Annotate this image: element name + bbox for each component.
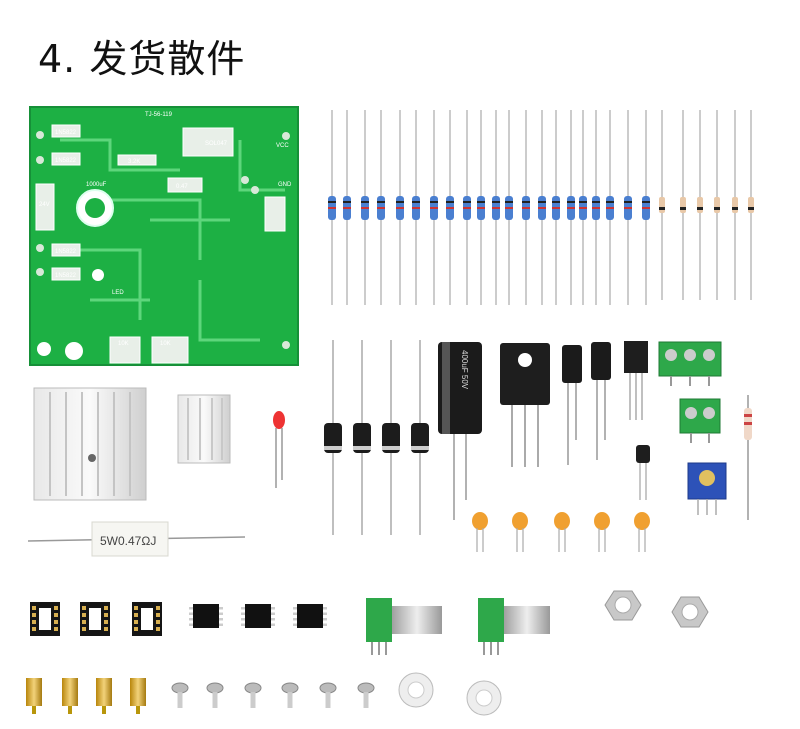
small-diode	[697, 110, 703, 300]
trimmer-potentiometer	[687, 462, 727, 515]
svg-text:1000uF: 1000uF	[86, 182, 107, 188]
svg-text:400uF 50V: 400uF 50V	[460, 350, 469, 390]
terminal-block-3pin	[658, 341, 722, 386]
svg-text:LED: LED	[112, 290, 124, 296]
small-diode	[732, 110, 738, 300]
transistor-to92	[636, 445, 650, 500]
svg-text:GND: GND	[278, 182, 292, 188]
power-resistor: 5W0.47ΩJ	[27, 521, 246, 557]
brass-standoff	[62, 678, 78, 714]
svg-text:SOL047: SOL047	[205, 141, 228, 147]
resistor	[538, 110, 546, 305]
ic-socket	[80, 602, 110, 636]
resistor	[343, 110, 351, 305]
power-diodes	[324, 340, 429, 535]
svg-text:1N5822: 1N5822	[55, 273, 77, 279]
resistor	[624, 110, 632, 305]
potentiometer-2	[478, 598, 550, 655]
screw	[244, 682, 262, 708]
resistor	[396, 110, 404, 305]
resistor	[446, 110, 454, 305]
brass-standoff	[130, 678, 146, 714]
svg-text:24V: 24V	[39, 202, 50, 208]
electrolytic-capacitor-large: 400uF 50V	[438, 342, 482, 520]
screw	[319, 682, 337, 708]
screw	[281, 682, 299, 708]
ic-chip	[293, 604, 327, 628]
screw	[171, 682, 189, 708]
power-diode	[382, 340, 400, 535]
svg-text:1N5822: 1N5822	[55, 249, 77, 255]
red-led	[273, 411, 285, 488]
svg-text:3.2K: 3.2K	[128, 159, 140, 165]
power-diode	[324, 340, 342, 535]
resistor	[492, 110, 500, 305]
svg-text:5W0.47ΩJ: 5W0.47ΩJ	[100, 534, 156, 548]
ceramic-capacitor	[594, 512, 610, 552]
svg-text:10K: 10K	[160, 341, 171, 347]
ic-socket	[132, 602, 162, 636]
resistor	[552, 110, 560, 305]
ceramic-capacitors	[472, 512, 650, 552]
svg-text:1N5822: 1N5822	[55, 130, 77, 136]
svg-text:VCC: VCC	[276, 143, 289, 149]
resistor	[579, 110, 587, 305]
screws	[171, 682, 375, 708]
svg-text:1N5822: 1N5822	[55, 158, 77, 164]
svg-text:10K: 10K	[118, 341, 129, 347]
resistor	[328, 110, 336, 305]
resistor	[606, 110, 614, 305]
ceramic-capacitor	[472, 512, 488, 552]
small-diode	[748, 110, 754, 300]
power-diode	[353, 340, 371, 535]
screw	[357, 682, 375, 708]
pcb-board: TJ-56-119 1N5822 1N5822 1N5822 1N5822 3.…	[29, 106, 299, 366]
ic-chips	[189, 604, 327, 628]
resistor	[377, 110, 385, 305]
potentiometer-1	[366, 598, 442, 655]
resistor	[592, 110, 600, 305]
power-diode	[411, 340, 429, 535]
ic-chip	[189, 604, 223, 628]
resistor-row	[328, 110, 650, 305]
ic-sockets	[30, 602, 162, 636]
page-title: 4. 发货散件	[38, 37, 246, 81]
resistor	[361, 110, 369, 305]
resistor	[505, 110, 513, 305]
regulator-to220	[624, 341, 648, 420]
screw	[206, 682, 224, 708]
diode-row-small	[659, 110, 754, 300]
resistor	[463, 110, 471, 305]
ic-socket	[30, 602, 60, 636]
power-transistor	[500, 343, 550, 467]
resistor	[522, 110, 530, 305]
svg-text:TJ-56-119: TJ-56-119	[145, 112, 173, 118]
ceramic-capacitor	[512, 512, 528, 552]
heatsink-large	[33, 387, 147, 501]
electrolytic-capacitors-small	[562, 342, 611, 465]
svg-text:0.47: 0.47	[176, 184, 188, 190]
resistor	[567, 110, 575, 305]
washers	[398, 672, 502, 716]
terminal-block-2pin	[679, 398, 721, 443]
small-diode	[659, 110, 665, 300]
hex-nuts	[604, 590, 709, 628]
ceramic-capacitor	[634, 512, 650, 552]
small-diode	[714, 110, 720, 300]
resistor	[412, 110, 420, 305]
resistor-vertical	[744, 395, 752, 520]
brass-standoff	[96, 678, 112, 714]
brass-standoffs	[26, 678, 146, 714]
ic-chip	[241, 604, 275, 628]
resistor	[477, 110, 485, 305]
small-diode	[680, 110, 686, 300]
ceramic-capacitor	[554, 512, 570, 552]
resistor	[642, 110, 650, 305]
brass-standoff	[26, 678, 42, 714]
heatsink-small	[177, 394, 231, 464]
resistor	[430, 110, 438, 305]
